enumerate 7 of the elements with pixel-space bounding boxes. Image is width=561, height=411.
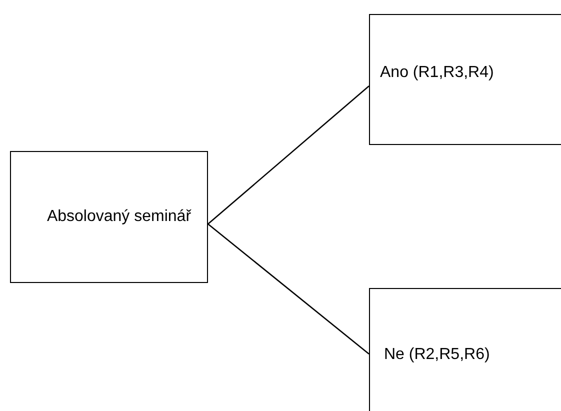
process-box — [10, 151, 208, 283]
connector-line — [208, 224, 370, 354]
process-box — [369, 14, 561, 145]
box-label: Absolovaný seminář — [46, 207, 192, 227]
box-label: Ne (R2,R5,R6) — [384, 345, 490, 364]
box-label: Ano (R1,R3,R4) — [380, 63, 494, 82]
connector-line — [208, 86, 370, 224]
